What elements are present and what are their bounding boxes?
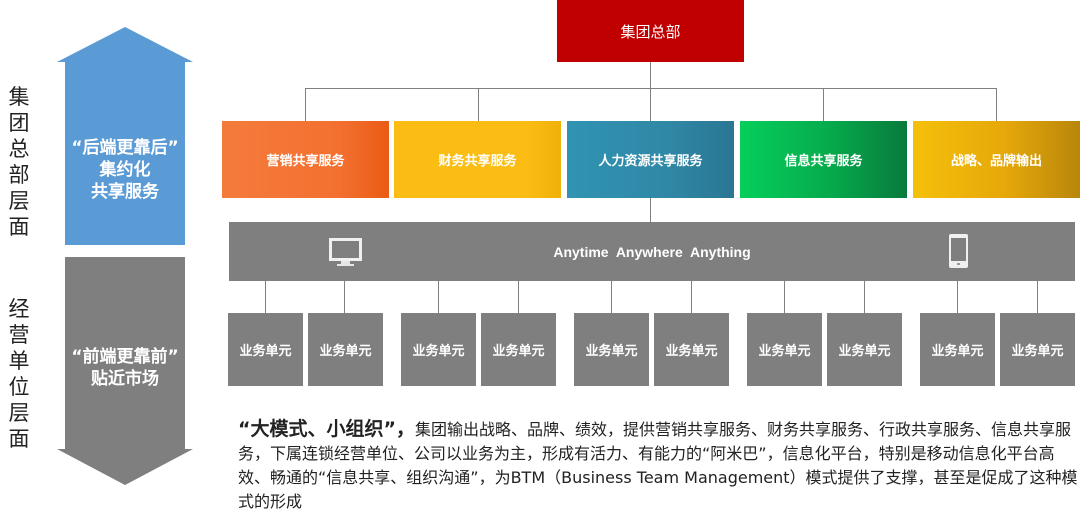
- business-unit-box: 业务单元: [481, 313, 556, 386]
- connector-line: [305, 88, 306, 121]
- business-unit-label: 业务单元: [492, 344, 545, 359]
- connector-line: [996, 88, 997, 121]
- service-label: 财务共享服务: [438, 154, 517, 169]
- connector-line: [305, 88, 997, 89]
- char: 面: [8, 427, 30, 451]
- service-label: 营销共享服务: [266, 154, 345, 169]
- up-arrow-line-3: 共享服务: [91, 182, 159, 202]
- connector-line: [650, 88, 651, 121]
- business-unit-label: 业务单元: [665, 344, 718, 359]
- char: 部: [8, 163, 30, 187]
- connector-line: [611, 281, 612, 313]
- char: 营: [8, 323, 30, 347]
- info-shared-service-box: 信息共享服务: [740, 121, 907, 198]
- connector-line: [650, 62, 651, 88]
- business-unit-label: 业务单元: [838, 344, 891, 359]
- description-body: 集团输出战略、品牌、绩效，提供营销共享服务、财务共享服务、行政共享服务、信息共享…: [238, 420, 1078, 511]
- business-unit-label: 业务单元: [585, 344, 638, 359]
- up-arrow-icon: [57, 27, 193, 245]
- up-arrow-line-2: 集约化: [99, 160, 151, 180]
- smartphone-icon: [949, 234, 968, 268]
- business-unit-label: 业务单元: [319, 344, 372, 359]
- business-unit-box: 业务单元: [920, 313, 995, 386]
- business-unit-box: 业务单元: [747, 313, 822, 386]
- connector-line: [265, 281, 266, 313]
- business-unit-level-label: 经 营 单 位 层 面: [6, 296, 32, 452]
- business-unit-box: 业务单元: [308, 313, 383, 386]
- connector-line: [438, 281, 439, 313]
- business-unit-box: 业务单元: [1000, 313, 1075, 386]
- connector-line: [478, 88, 479, 121]
- char: 位: [8, 375, 30, 399]
- connector-line: [1037, 281, 1038, 313]
- service-label: 信息共享服务: [784, 154, 863, 169]
- business-unit-box: 业务单元: [228, 313, 303, 386]
- connector-line: [650, 198, 651, 222]
- down-arrow-icon: [57, 257, 193, 485]
- char: 集: [8, 85, 30, 109]
- up-arrow-line-1: “后端更靠后”: [71, 138, 179, 158]
- platform-band-label: Anytime Anywhere Anything: [553, 243, 751, 260]
- connector-line: [784, 281, 785, 313]
- business-unit-label: 业务单元: [1011, 344, 1064, 359]
- connector-line: [864, 281, 865, 313]
- down-arrow-line-1: “前端更靠前”: [71, 347, 179, 367]
- char: 经: [8, 297, 30, 321]
- char: 面: [8, 215, 30, 239]
- down-arrow-line-2: 贴近市场: [91, 369, 159, 389]
- char: 单: [8, 349, 30, 373]
- hr-shared-service-box: 人力资源共享服务: [567, 121, 734, 198]
- connector-line: [344, 281, 345, 313]
- business-unit-box: 业务单元: [827, 313, 902, 386]
- up-arrow-text: “后端更靠后” 集约化 共享服务: [60, 137, 190, 203]
- finance-shared-service-box: 财务共享服务: [394, 121, 561, 198]
- char: 层: [8, 401, 30, 425]
- service-label: 战略、品牌输出: [950, 154, 1042, 169]
- description-lead: “大模式、小组织”，: [238, 418, 415, 440]
- connector-line: [691, 281, 692, 313]
- connector-line: [518, 281, 519, 313]
- group-hq-label: 集团总部: [620, 22, 681, 41]
- business-unit-label: 业务单元: [239, 344, 292, 359]
- group-hq-level-label: 集 团 总 部 层 面: [6, 84, 32, 240]
- platform-band: Anytime Anywhere Anything: [229, 222, 1075, 281]
- business-unit-box: 业务单元: [574, 313, 649, 386]
- group-hq-box: 集团总部: [557, 0, 744, 62]
- monitor-icon: [329, 238, 362, 266]
- description-paragraph: “大模式、小组织”，集团输出战略、品牌、绩效，提供营销共享服务、财务共享服务、行…: [238, 417, 1083, 514]
- char: 总: [8, 137, 30, 161]
- marketing-shared-service-box: 营销共享服务: [222, 121, 389, 198]
- connector-line: [957, 281, 958, 313]
- connector-line: [823, 88, 824, 121]
- business-unit-box: 业务单元: [654, 313, 729, 386]
- char: 团: [8, 111, 30, 135]
- business-unit-label: 业务单元: [412, 344, 465, 359]
- business-unit-label: 业务单元: [931, 344, 984, 359]
- business-unit-box: 业务单元: [401, 313, 476, 386]
- char: 层: [8, 189, 30, 213]
- business-unit-label: 业务单元: [758, 344, 811, 359]
- strategy-brand-output-box: 战略、品牌输出: [913, 121, 1080, 198]
- service-label: 人力资源共享服务: [598, 154, 703, 169]
- down-arrow-text: “前端更靠前” 贴近市场: [60, 346, 190, 390]
